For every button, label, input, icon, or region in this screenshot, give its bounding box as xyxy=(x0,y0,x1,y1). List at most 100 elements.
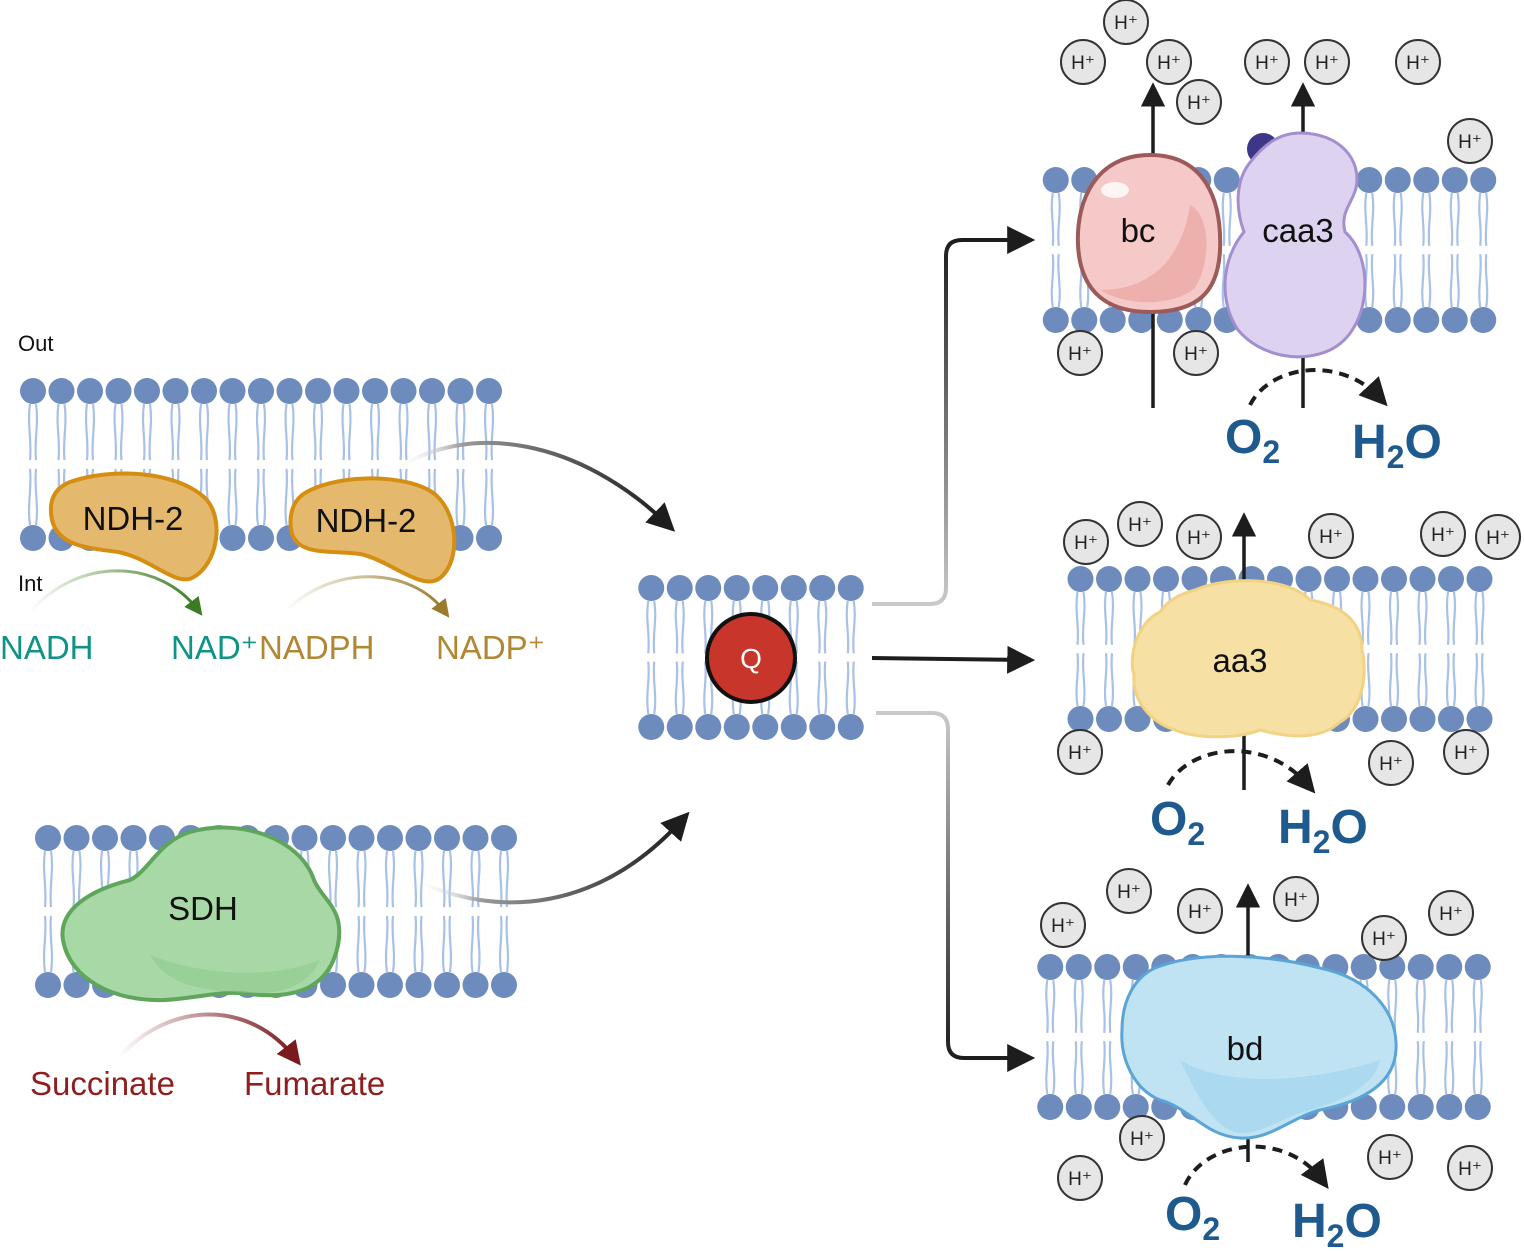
lipid-head xyxy=(1379,1094,1406,1120)
sdh-label: SDH xyxy=(168,890,238,927)
lipid-tail xyxy=(461,403,466,461)
ndh2-right-enzyme: NDH-2 xyxy=(288,476,457,584)
lipid-tail xyxy=(1073,979,1078,1033)
lipid-head xyxy=(1413,307,1440,333)
lipid-tail xyxy=(1080,1041,1084,1095)
lipid-tail xyxy=(341,403,346,461)
proton-circle xyxy=(1395,39,1441,85)
lipid-tail xyxy=(1450,979,1455,1033)
lipid-head xyxy=(1350,954,1377,980)
lipid-head xyxy=(162,378,189,404)
lipid-tail xyxy=(1081,653,1086,707)
lipid-head xyxy=(77,378,103,404)
caa3-h2o-label: H2O xyxy=(1352,416,1442,475)
nadp-plus-label: NADP⁺ xyxy=(436,629,545,666)
lipid-tail xyxy=(1388,653,1393,707)
lipid-tail xyxy=(852,661,856,715)
lipid-tail xyxy=(1479,1041,1483,1095)
aa3-h2o-label: H2O xyxy=(1278,801,1368,860)
lipid-tail xyxy=(413,915,418,973)
proton-label: H⁺ xyxy=(1068,743,1092,764)
arrow-sdh-to-q xyxy=(414,811,690,905)
lipid-head xyxy=(1042,307,1069,333)
caa3-o2-arrow xyxy=(1248,368,1388,407)
lipid-tail xyxy=(1073,1041,1078,1095)
lipid-tail xyxy=(77,850,82,908)
lipid-head xyxy=(1122,1094,1149,1120)
ndh2-right-shape xyxy=(288,476,457,584)
lipid-tail xyxy=(448,915,453,973)
lipid-head xyxy=(1438,706,1464,732)
lipid-head xyxy=(35,825,61,851)
lipid-tail xyxy=(448,850,453,908)
protons: H⁺H⁺H⁺H⁺H⁺H⁺H⁺H⁺H⁺H⁺H⁺H⁺H⁺H⁺H⁺H⁺H⁺H⁺H⁺H⁺… xyxy=(1040,0,1521,1201)
lipid-tail xyxy=(419,850,424,908)
proton-label: H⁺ xyxy=(1071,53,1095,74)
lipid-head xyxy=(723,714,750,740)
lipid-head xyxy=(1381,706,1407,732)
lipid-head xyxy=(35,972,61,998)
arrow-ndh-to-q xyxy=(393,441,676,532)
proton-circle xyxy=(1176,514,1222,560)
lipid-tail xyxy=(426,403,431,461)
proton-circle xyxy=(1361,915,1407,961)
lipid-tail xyxy=(1366,591,1371,645)
lipid-tail xyxy=(404,403,409,461)
lipid-tail xyxy=(205,403,210,461)
lipid-tail xyxy=(1484,254,1489,308)
lipid-head xyxy=(1037,1094,1064,1120)
lipid-tail xyxy=(34,468,39,526)
lipid-tail xyxy=(413,850,418,908)
lipid-head xyxy=(405,825,432,851)
lipid-head xyxy=(476,525,502,551)
lipid-tail xyxy=(1422,979,1426,1033)
lipid-tail xyxy=(327,850,332,908)
lipid-tail xyxy=(1444,1041,1448,1095)
proton-circle xyxy=(1103,0,1149,45)
lipid-head xyxy=(752,575,779,601)
lipid-tail xyxy=(1221,192,1226,246)
lipid-tail xyxy=(84,403,89,461)
lipid-head xyxy=(20,378,46,404)
lipid-tail xyxy=(284,468,289,526)
lipid-tail xyxy=(312,403,317,461)
lipid-head xyxy=(1438,566,1464,592)
lipid-head xyxy=(638,575,665,601)
lipid-tail xyxy=(255,403,260,461)
lipid-tail xyxy=(498,915,503,973)
proton-ion: H⁺ xyxy=(1176,79,1222,125)
proton-ion: H⁺ xyxy=(1177,888,1223,934)
bd-label: bd xyxy=(1227,1030,1264,1067)
lipid-tail xyxy=(674,661,679,715)
proton-circle xyxy=(1475,514,1521,560)
aa3-complex: aa3 xyxy=(1130,579,1366,739)
lipid-tail xyxy=(362,850,367,908)
sdh-enzyme: SDH xyxy=(60,825,342,1003)
nadh-reaction-arrow xyxy=(28,569,203,616)
proton-ion: H⁺ xyxy=(1119,1115,1165,1161)
lipid-head xyxy=(1037,954,1064,980)
proton-ion: H⁺ xyxy=(1063,519,1109,565)
proton-label: H⁺ xyxy=(1431,525,1455,546)
proton-ion: H⁺ xyxy=(1106,868,1152,914)
lipid-tail xyxy=(498,850,503,908)
lipid-tail xyxy=(1221,254,1226,308)
proton-label: H⁺ xyxy=(1187,93,1211,114)
lipid-tail xyxy=(817,600,821,654)
lipid-tail xyxy=(1370,192,1375,246)
proton-circle xyxy=(1368,740,1414,786)
lipid-tail xyxy=(1452,591,1457,645)
bc-glare xyxy=(1101,182,1129,198)
lipid-tail xyxy=(71,850,76,908)
proton-ion: H⁺ xyxy=(1475,514,1521,560)
lipid-head xyxy=(1409,706,1436,732)
int-label: Int xyxy=(18,571,42,596)
lipid-tail xyxy=(334,850,339,908)
proton-label: H⁺ xyxy=(1051,916,1075,937)
lipid-tail xyxy=(1057,192,1061,246)
ndh2-right-label: NDH-2 xyxy=(316,502,417,539)
proton-label: H⁺ xyxy=(1184,344,1208,365)
lipid-tail xyxy=(1415,1041,1420,1095)
lipid-tail xyxy=(262,403,267,461)
lipid-head xyxy=(63,825,90,851)
